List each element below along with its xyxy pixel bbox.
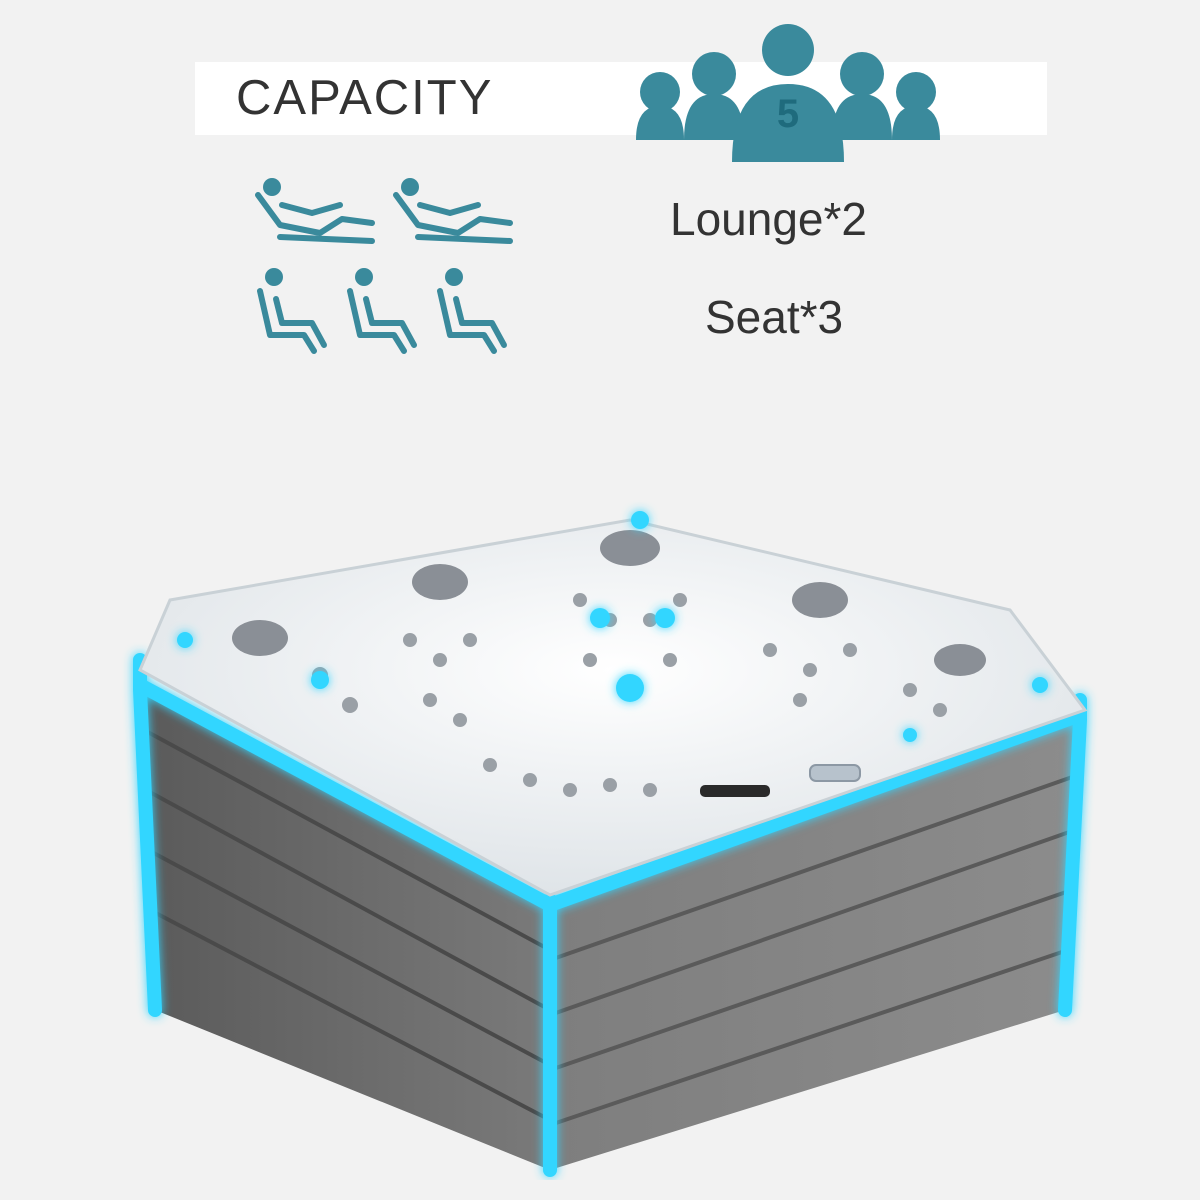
capacity-label: CAPACITY xyxy=(236,71,494,125)
cabinet-right-panel xyxy=(549,720,1080,1170)
people-group-icon xyxy=(636,24,940,162)
chair-seat-icon xyxy=(347,268,417,354)
lounge-seat-icon xyxy=(255,178,375,244)
hot-tub-illustration xyxy=(133,511,1088,1177)
lounge-count-label: Lounge*2 xyxy=(670,193,867,245)
cabinet-left-panel xyxy=(140,690,551,1170)
chair-seat-icon xyxy=(437,268,507,354)
lounge-seat-icon xyxy=(393,178,513,244)
capacity-count: 5 xyxy=(776,92,800,136)
tub-shell xyxy=(138,518,1088,897)
chair-seat-icon xyxy=(257,268,327,354)
seat-count-label: Seat*3 xyxy=(705,291,844,343)
